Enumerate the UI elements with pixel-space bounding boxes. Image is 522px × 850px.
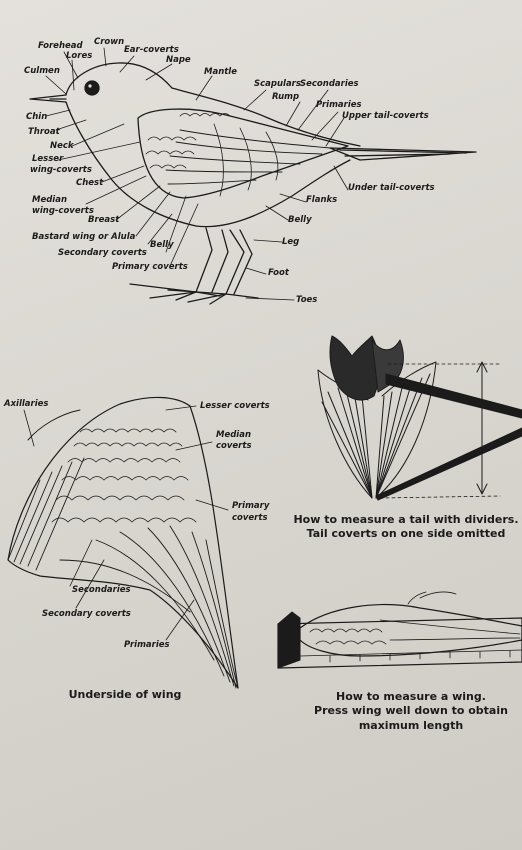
label-bastard-wing: Bastard wing or Alula	[32, 232, 136, 242]
label-forehead: Forehead	[38, 41, 83, 51]
label-neck: Neck	[50, 141, 74, 151]
label-secondary-coverts: Secondary coverts	[58, 248, 147, 258]
label-rump: Rump	[272, 92, 300, 102]
label-median-wing-coverts-1: Median	[32, 195, 68, 205]
caption-wing-measure: How to measure a wing. Press wing well d…	[300, 690, 522, 733]
caption-underside-wing: Underside of wing	[40, 688, 210, 702]
label-crown: Crown	[94, 37, 125, 47]
label-throat: Throat	[28, 127, 60, 137]
label-toes: Toes	[296, 295, 318, 305]
label-chest: Chest	[76, 178, 104, 188]
caption-wing-line-3: maximum length	[358, 718, 464, 732]
label-chin: Chin	[26, 112, 48, 122]
label-secondary-coverts-wing: Secondary coverts	[42, 609, 131, 619]
label-mantle: Mantle	[204, 67, 237, 77]
label-flanks: Flanks	[306, 195, 338, 205]
label-primaries: Primaries	[316, 100, 362, 110]
caption-underside-wing-text: Underside of wing	[68, 688, 182, 701]
label-under-tail-coverts: Under tail-coverts	[348, 183, 435, 193]
caption-tail-line-1: How to measure a tail with dividers.	[293, 513, 519, 526]
label-culmen: Culmen	[24, 66, 60, 76]
label-ear-coverts: Ear-coverts	[124, 45, 179, 55]
label-lores: Lores	[66, 51, 93, 61]
label-median-coverts-2: coverts	[216, 441, 252, 451]
label-lesser-coverts: Lesser coverts	[200, 401, 270, 411]
label-lesser-wing-coverts-1: Lesser	[32, 154, 64, 164]
caption-tail-measure: How to measure a tail with dividers. Tai…	[290, 513, 522, 542]
label-primary-coverts-wing-2: coverts	[232, 513, 268, 523]
label-scapulars: Scapulars	[254, 79, 301, 89]
label-breast: Breast	[88, 215, 120, 225]
tail-measure-drawing	[317, 335, 522, 501]
label-median-coverts-1: Median	[216, 430, 252, 440]
label-foot: Foot	[268, 268, 289, 278]
caption-wing-line-2: Press wing well down to obtain	[314, 704, 508, 718]
label-upper-tail-coverts: Upper tail-coverts	[342, 111, 429, 121]
label-lesser-wing-coverts-2: wing-coverts	[30, 165, 92, 175]
label-secondaries: Secondaries	[300, 79, 359, 89]
label-nape: Nape	[166, 55, 191, 65]
wing-underside-drawing	[7, 396, 239, 689]
bird-drawing	[29, 62, 477, 305]
label-belly-lower: Belly	[150, 240, 174, 250]
label-primaries-wing: Primaries	[124, 640, 170, 650]
caption-tail-line-2: Tail coverts on one side omitted	[306, 527, 506, 541]
wing-measure-drawing	[277, 591, 522, 669]
label-belly-right: Belly	[288, 215, 312, 225]
label-primary-coverts: Primary coverts	[112, 262, 188, 272]
caption-wing-line-1: How to measure a wing.	[336, 690, 486, 703]
label-leg: Leg	[282, 237, 300, 247]
label-primary-coverts-wing-1: Primary	[232, 501, 270, 511]
bird-leader-lines	[45, 47, 349, 301]
label-secondaries-wing: Secondaries	[72, 585, 131, 595]
label-axillaries: Axillaries	[4, 399, 49, 409]
label-median-wing-coverts-2: wing-coverts	[32, 206, 94, 216]
wing-leader-lines	[23, 405, 229, 641]
